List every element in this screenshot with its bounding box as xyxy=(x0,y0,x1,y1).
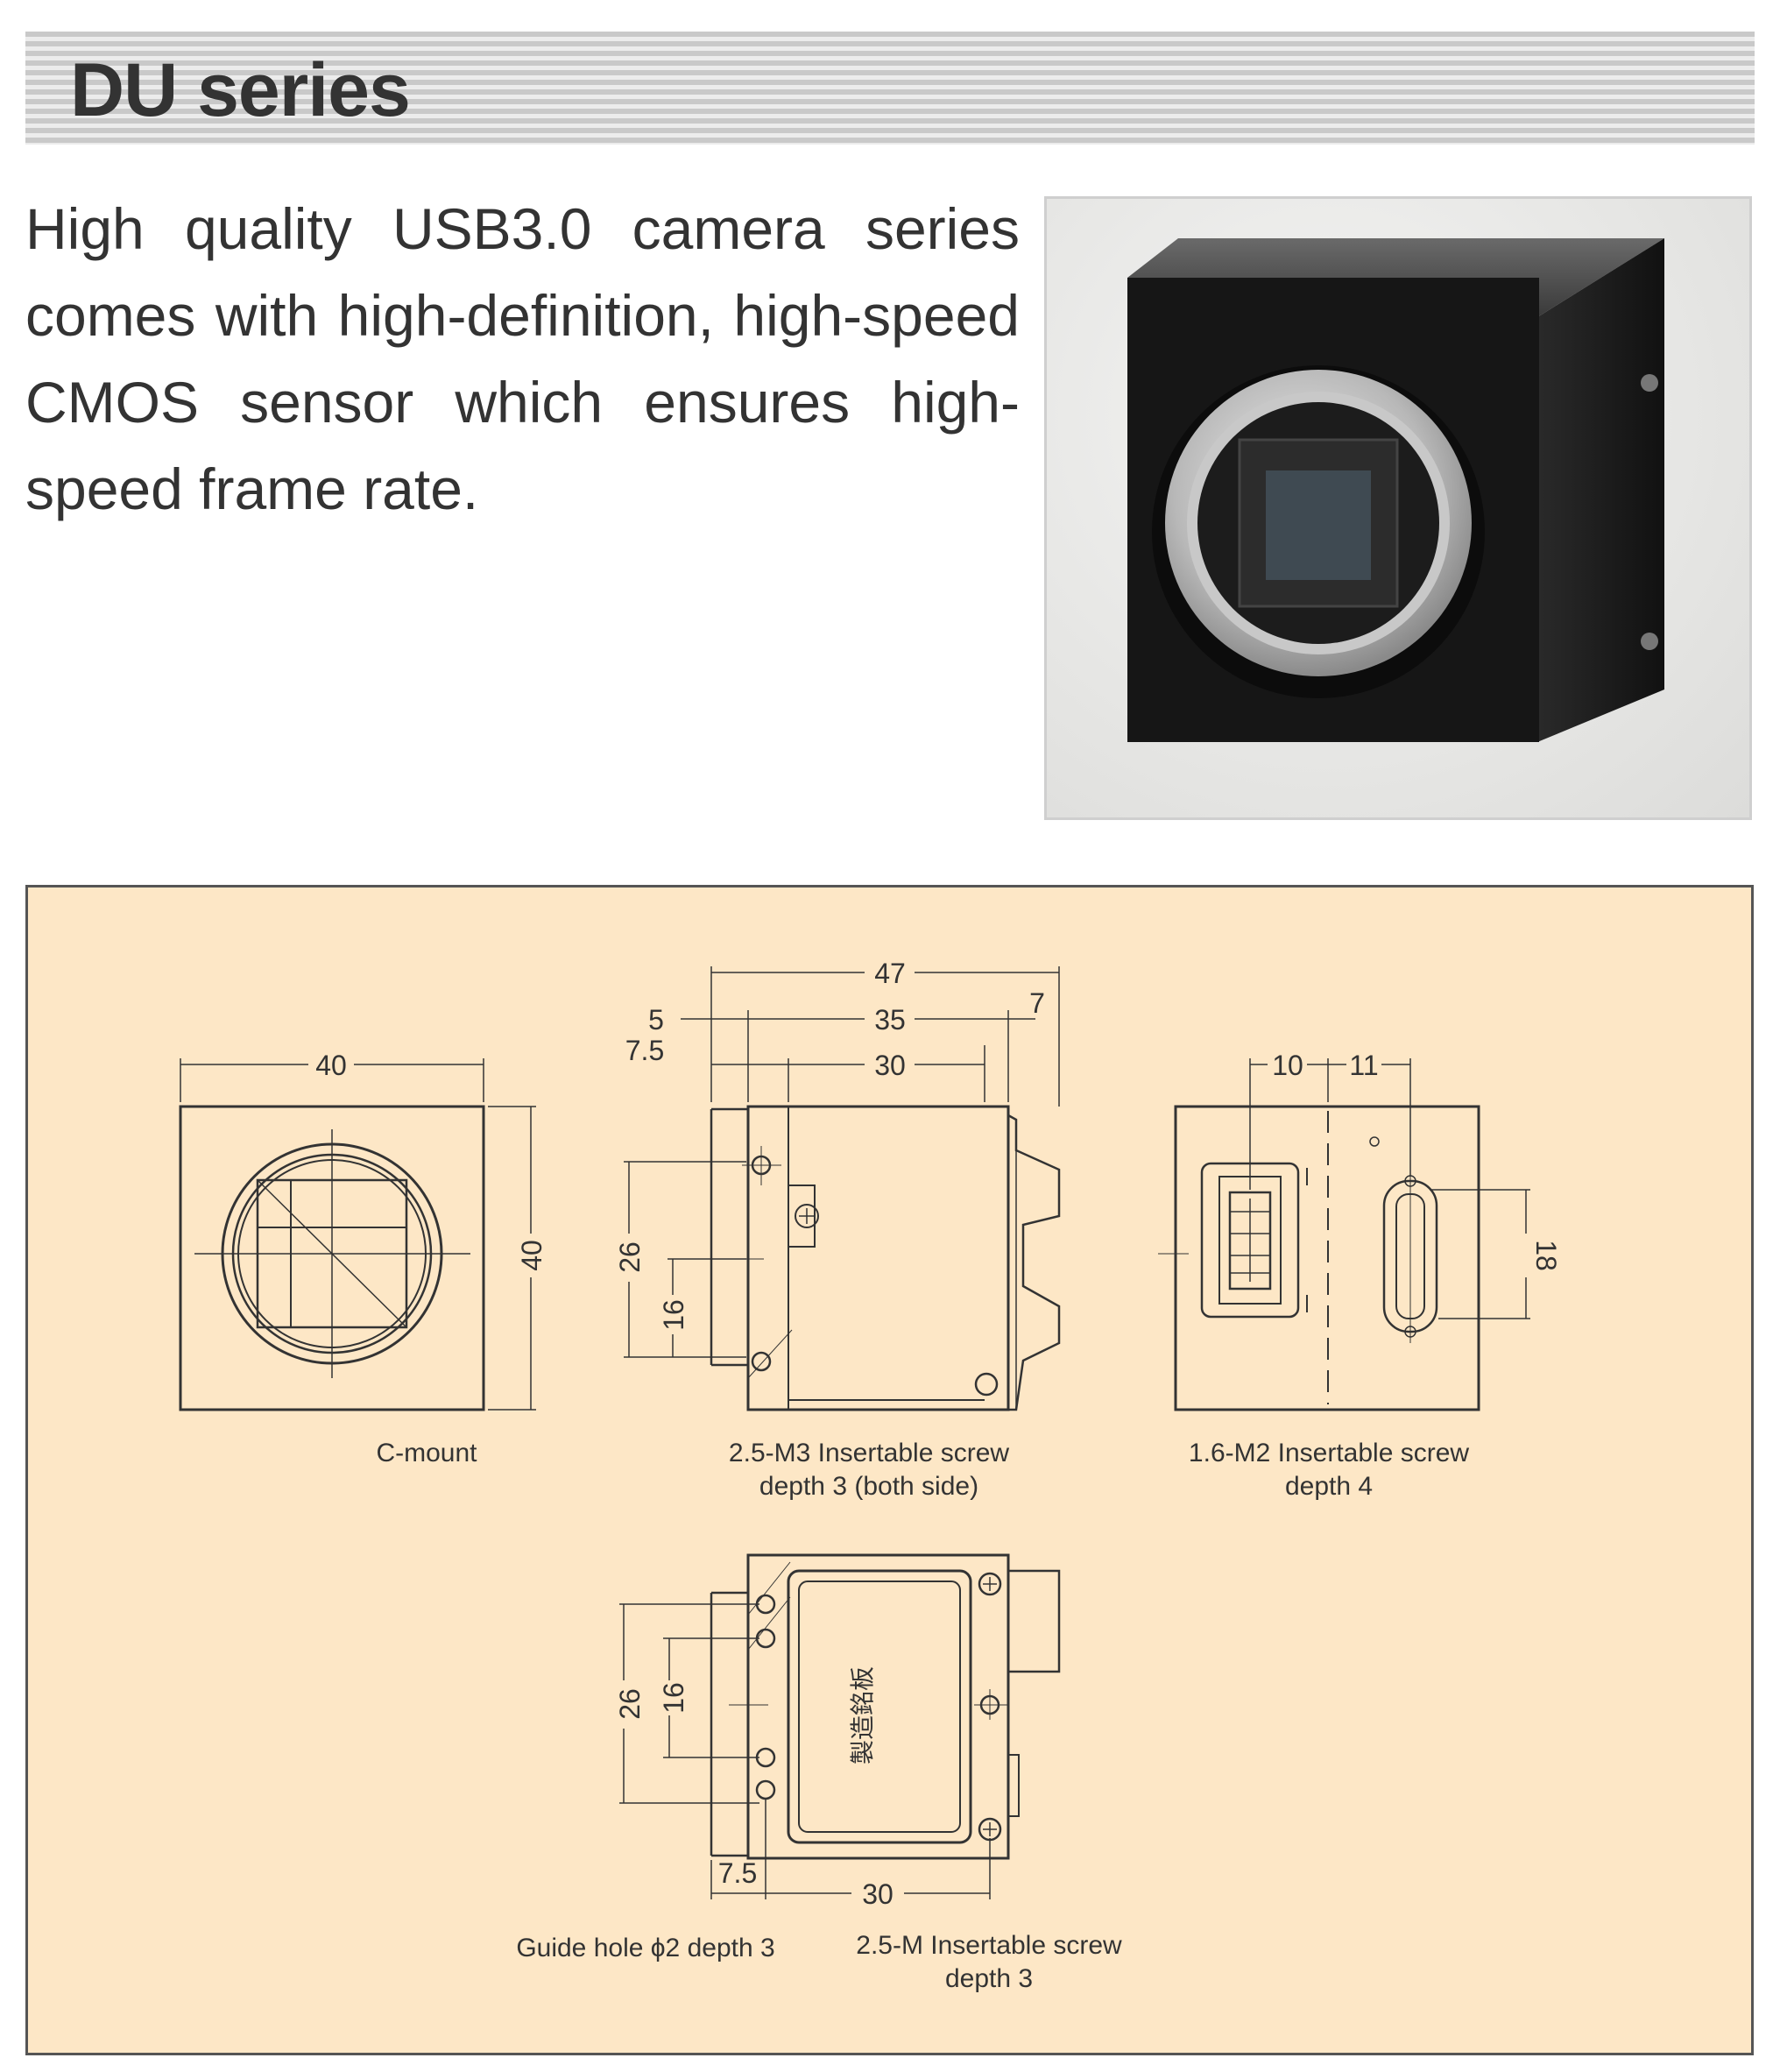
side-view-drawing xyxy=(624,966,1061,1411)
rear-dim-11: 11 xyxy=(1349,1050,1378,1081)
side-dim-26: 26 xyxy=(614,1241,646,1273)
screw-hole-icon xyxy=(1641,374,1658,392)
side-dim-7-5: 7.5 xyxy=(625,1035,664,1066)
front-height-dim: 40 xyxy=(516,1240,547,1271)
rear-dim-10: 10 xyxy=(1272,1050,1303,1081)
rear-dim-18: 18 xyxy=(1530,1240,1562,1271)
bottom-dim-16: 16 xyxy=(658,1682,689,1714)
side-dim-5: 5 xyxy=(648,1004,664,1036)
side-caption-line1: 2.5-M3 Insertable screw xyxy=(729,1439,1009,1467)
side-dim-7: 7 xyxy=(1029,987,1045,1019)
bottom-dim-26: 26 xyxy=(614,1688,646,1720)
side-dim-16: 16 xyxy=(658,1299,689,1331)
rear-caption-line1: 1.6-M2 Insertable screw xyxy=(1189,1439,1469,1467)
product-photo xyxy=(1044,196,1752,820)
camera-side-face xyxy=(1537,238,1664,742)
label-area-text: 製造銘板 xyxy=(849,1666,876,1764)
bottom-caption-right-line2: depth 3 xyxy=(945,1964,1033,1993)
side-dim-35: 35 xyxy=(874,1004,906,1036)
header-band xyxy=(25,32,1755,145)
side-dim-47: 47 xyxy=(874,958,906,989)
front-width-dim: 40 xyxy=(315,1050,347,1081)
rear-view-drawing xyxy=(1158,1058,1530,1411)
bottom-caption-right-line1: 2.5-M Insertable screw xyxy=(856,1931,1122,1960)
intro-text: High quality USB3.0 camera series comes … xyxy=(25,196,1020,521)
bottom-view-drawing: 製造銘板 xyxy=(619,1553,1061,1899)
page-title: DU series xyxy=(70,48,411,132)
dimension-drawing-panel: 40 40 C-mount xyxy=(25,885,1754,2055)
bottom-dim-7-5: 7.5 xyxy=(718,1857,757,1889)
usb-camera-photo-icon xyxy=(1127,238,1664,742)
screw-hole-icon xyxy=(1641,633,1658,650)
rear-caption-line2: depth 4 xyxy=(1285,1472,1373,1501)
bottom-caption-left: Guide hole ϕ2 depth 3 xyxy=(516,1934,774,1962)
side-caption-line2: depth 3 (both side) xyxy=(759,1472,978,1501)
front-view-drawing xyxy=(179,1058,536,1411)
bottom-dim-30: 30 xyxy=(862,1878,894,1910)
front-caption: C-mount xyxy=(376,1439,477,1467)
side-dim-30: 30 xyxy=(874,1050,906,1081)
